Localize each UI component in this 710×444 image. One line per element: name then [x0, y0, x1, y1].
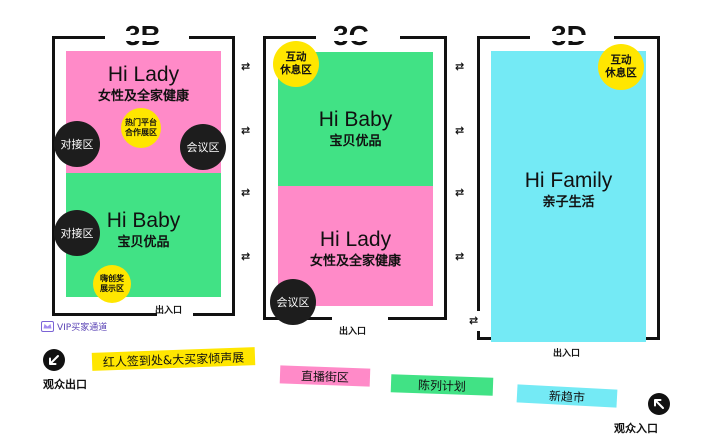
passage-arrows-icon: ⇄	[469, 314, 479, 327]
passage-arrows-icon: ⇄	[241, 250, 251, 263]
legend-item: 陈列计划	[390, 374, 494, 396]
zone-title-en: Hi Baby	[318, 108, 393, 131]
docking-area-1: 对接区	[54, 121, 100, 167]
entrance-arrow-icon	[648, 393, 670, 415]
legend-label: 新趋市	[548, 388, 586, 405]
zone-title-cn: 亲子生活	[542, 195, 595, 210]
vip-channel-label: VIP买家通道	[57, 323, 108, 333]
exit-3b: 出入口	[155, 306, 183, 316]
zone-title-cn: 宝贝优品	[117, 235, 170, 250]
passage-arrows-icon: ⇄	[241, 186, 251, 199]
zone-title-en: Hi Family	[524, 169, 613, 192]
meeting-area-3c: 会议区	[270, 279, 316, 325]
zone-title-en: Hi Lady	[319, 228, 392, 251]
legend-item: 新趋市	[516, 384, 618, 408]
passage-arrows-icon: ⇄	[455, 186, 465, 199]
exit-3d: 出入口	[553, 349, 581, 359]
innovation-award-area: 嗨创奖 展示区	[93, 265, 131, 303]
vip-channel: VIP买家通道	[41, 320, 107, 333]
passage-arrows-icon: ⇄	[455, 124, 465, 137]
passage-arrows-icon: ⇄	[455, 60, 465, 73]
exit-3c: 出入口	[339, 327, 367, 337]
passage-arrows-icon: ⇄	[241, 124, 251, 137]
hall-3c-frame	[263, 35, 447, 321]
legend-label: 陈列计划	[417, 377, 467, 394]
legend-label: 直播街区	[300, 368, 350, 385]
zone-3c-hi-baby: Hi Baby 宝贝优品	[278, 52, 433, 186]
legend-label: 红人签到处&大买家倾声展	[102, 350, 245, 369]
audience-entrance-label: 观众入口	[614, 422, 658, 435]
docking-area-2: 对接区	[54, 210, 100, 256]
crown-icon	[41, 321, 54, 332]
zone-title-cn: 宝贝优品	[329, 134, 382, 149]
zone-title-en: Hi Baby	[106, 209, 181, 232]
hot-platform-area: 热门平台 合作展区	[121, 108, 161, 148]
zone-3d-hi-family: Hi Family 亲子生活	[491, 51, 646, 342]
zone-title-en: Hi Lady	[107, 63, 180, 86]
audience-exit-label: 观众出口	[43, 378, 87, 391]
legend-item: 直播街区	[279, 365, 371, 387]
zone-title-cn: 女性及全家健康	[97, 89, 189, 104]
meeting-area-3b: 会议区	[180, 124, 226, 170]
zone-title-cn: 女性及全家健康	[309, 254, 401, 269]
passage-arrows-icon: ⇄	[455, 250, 465, 263]
legend-item: 红人签到处&大买家倾声展	[91, 347, 256, 371]
interactive-lounge-3c: 互动 休息区	[273, 41, 319, 87]
interactive-lounge-3d: 互动 休息区	[598, 44, 644, 90]
passage-arrows-icon: ⇄	[241, 60, 251, 73]
hall-3b-frame	[52, 35, 235, 317]
exit-arrow-icon	[43, 349, 65, 371]
